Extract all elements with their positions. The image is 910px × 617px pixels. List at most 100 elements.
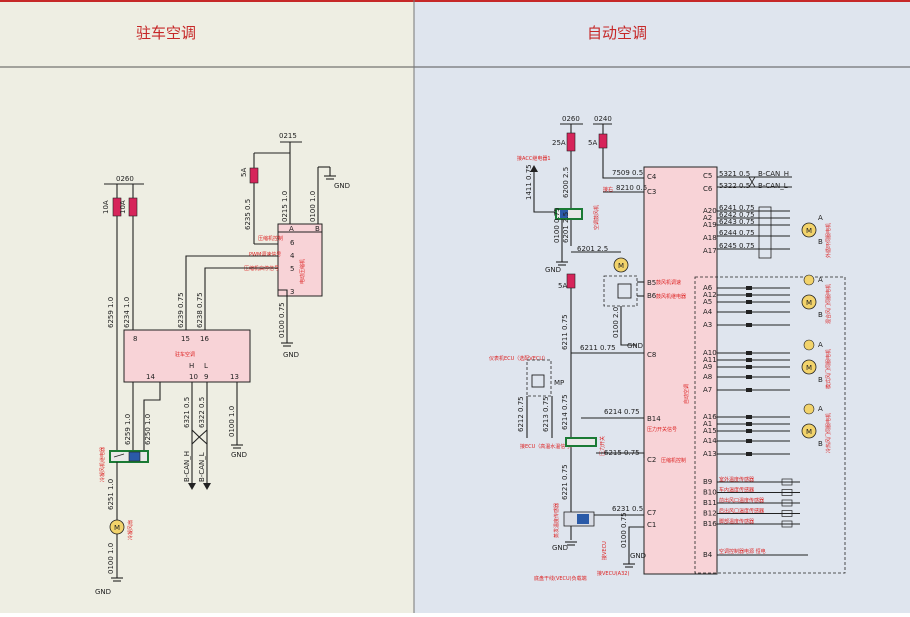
parking-ac-circuit: 0260 10A 10A 6259 1.0 6234 1.0 0215 0215… — [95, 132, 350, 596]
fuse-10a-1 — [112, 197, 122, 217]
wire-6238-label: 6238 0.75 — [196, 292, 204, 328]
wire-0100-c1-label: 0100 0.75 — [620, 512, 628, 548]
wire-8210-label: 8210 0.5 — [616, 184, 647, 192]
pin-c5: C5 — [703, 172, 712, 180]
ctrl-pin-8: 8 — [133, 335, 137, 343]
sensor-thermistor-4 — [781, 520, 793, 528]
left-panel — [0, 0, 414, 613]
pin-b16: B16 — [703, 520, 717, 528]
wire-6259-label: 6259 1.0 — [107, 297, 115, 328]
pin-a10: A10 — [703, 349, 717, 357]
sig-c2-label: 压缩机控制 — [661, 457, 686, 464]
wire-6239 — [185, 255, 278, 330]
compressor-name: 电动压缩机 — [299, 259, 306, 284]
wire-0100-pin3 — [278, 289, 288, 343]
can-twist — [191, 429, 208, 445]
pressure-switch-label: 压力开关 — [599, 436, 606, 456]
bus-0240-right-label: 0240 — [594, 115, 612, 123]
hot-cold-door-terminal-4 — [746, 452, 752, 456]
pin-c4: C4 — [647, 173, 657, 181]
can-h-label: B-CAN_H — [183, 451, 191, 482]
sensor-thermistor-2 — [781, 499, 793, 507]
wire-6221-label: 6221 0.75 — [561, 464, 569, 500]
gnd-blower-label: GND — [627, 342, 643, 350]
pressure-switch — [565, 437, 597, 447]
fuse-10a-2-label: 10A — [119, 200, 127, 214]
wire-6245-label: 6245 0.75 — [719, 242, 755, 250]
wire-0100-blower-label: 0100 2.0 — [612, 307, 620, 338]
recirc-motor-group: A20 A2 A19 A18 A17 6241 0.75 6242 0.75 6… — [703, 204, 832, 259]
pin-b14: B14 — [647, 415, 661, 423]
wire-6241-label: 6241 0.75 — [719, 204, 755, 212]
pin-b9: B9 — [703, 478, 712, 486]
compressor-pin-5: 5 — [290, 265, 294, 273]
hot-cold-door-motor-m: M — [806, 428, 812, 436]
wire-0215-label: 0215 1.0 — [281, 191, 289, 222]
acc-relay-label: 接ACC继电器1 — [517, 155, 551, 162]
right-panel-title: 自动空调 — [587, 24, 647, 42]
mix-door-terminal-3 — [746, 310, 752, 314]
pin-a18: A18 — [703, 234, 717, 242]
pin-a3: A3 — [703, 321, 712, 329]
fuse-10a-1-label: 10A — [102, 200, 110, 214]
pin-a13: A13 — [703, 450, 717, 458]
fuse-10a-2 — [128, 197, 138, 217]
can-l-label: B-CAN_L — [198, 452, 206, 482]
mode-door-a: A — [818, 341, 823, 349]
relay-contact — [113, 453, 125, 458]
compressor-pin-4: 4 — [290, 252, 295, 260]
pin-b10: B10 — [703, 489, 717, 497]
hot-cold-door-terminal-1 — [746, 422, 752, 426]
wire-5322-label: 5322 0.5 — [719, 182, 750, 190]
recirc-motor-m: M — [806, 227, 812, 235]
pin-a17: A17 — [703, 247, 717, 255]
hot-cold-door-terminal-3 — [746, 439, 752, 443]
recirc-connector — [758, 206, 772, 259]
pin-a15: A15 — [703, 427, 717, 435]
ctrl-pin-13: 13 — [230, 373, 239, 381]
blower-relay — [555, 208, 583, 220]
gnd-r2-label: GND — [552, 544, 568, 552]
can-h-right: B-CAN_H — [758, 170, 789, 178]
wire-0100-pin3-label: 0100 0.75 — [278, 302, 286, 338]
pin-a6: A6 — [703, 284, 713, 292]
mode-door-terminal-3 — [746, 375, 752, 379]
ecu-temp-label: 接ECU（高温水温信号） — [520, 443, 575, 450]
pin-b4: B4 — [703, 551, 713, 559]
blower-relay-coil — [560, 210, 568, 218]
mode-ecu-label: 仪表机ECU（选配VECU） — [489, 355, 548, 362]
gnd-label-3: GND — [231, 451, 247, 459]
wire-6213-label: 6213 0.75 — [542, 396, 550, 432]
signal-pwm: PWM调速信号 — [249, 251, 281, 258]
pin-a12: A12 — [703, 291, 717, 299]
gnd-label-4: GND — [95, 588, 111, 596]
hot-cold-door-terminal-0 — [746, 415, 752, 419]
mix-door-terminal-4 — [746, 323, 752, 327]
wire-6200-label: 6200 2.5 — [562, 167, 570, 198]
gnd-label-1: GND — [334, 182, 350, 190]
wire-0100-top-label: 0100 1.0 — [309, 191, 317, 222]
recirc-motor — [801, 222, 817, 238]
sensor-label-1: 车内温度传感器 — [719, 487, 754, 494]
can-h-arrow — [188, 483, 196, 490]
wire-7509-label: 7509 0.5 — [612, 169, 643, 177]
ctrl-pin-14: 14 — [146, 373, 155, 381]
mode-actuator-core — [531, 374, 545, 388]
blower-speed-core — [617, 283, 632, 299]
sig-b14-label: 压力开关信号 — [647, 426, 677, 433]
blower-motor-m: M — [618, 262, 624, 270]
pin-c6: C6 — [703, 185, 713, 193]
wire-1411-label: 1411 0.75 — [525, 164, 533, 200]
sensor-thermistor-0 — [781, 478, 793, 486]
pin-b6: B6 — [647, 292, 657, 300]
ctrl-name: 驻车空调 — [175, 351, 195, 358]
wire-0100-c1 — [628, 526, 644, 564]
blower-speed-label: 鼓风机调速 — [656, 279, 681, 286]
fan-motor-m: M — [114, 524, 120, 532]
pin-a9: A9 — [703, 363, 712, 371]
recirc-a: A — [818, 214, 823, 222]
b4-label: 空调控制器电源 恒电 — [719, 548, 766, 555]
fuse-25a — [566, 132, 576, 152]
hot-cold-door-motor-label: 冷热风门伺服电机 — [825, 413, 832, 453]
